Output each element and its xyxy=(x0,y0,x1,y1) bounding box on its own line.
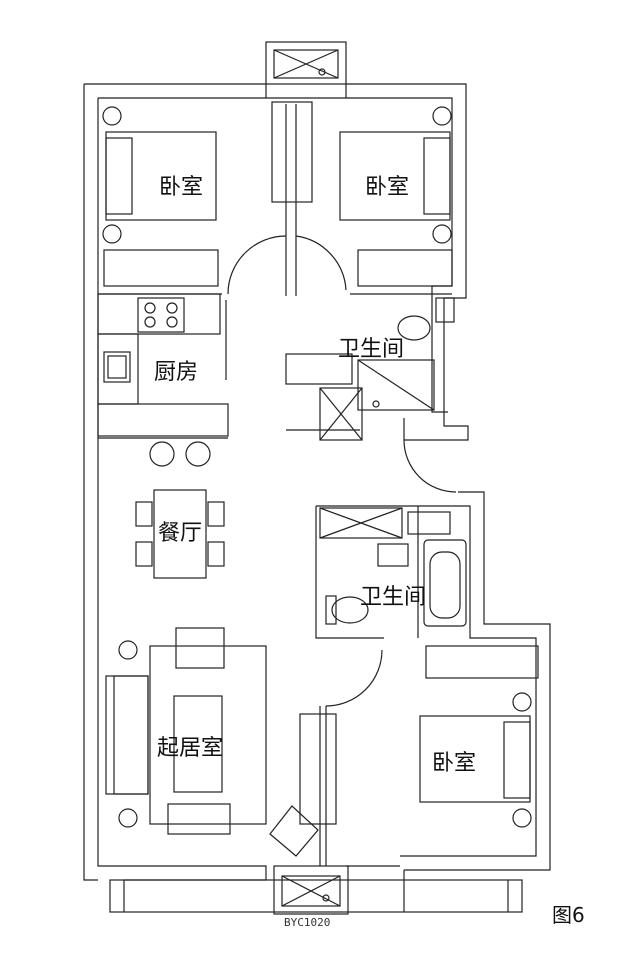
bedroom-top-right-furniture xyxy=(339,106,453,287)
room-label-dining: 餐厅 xyxy=(158,521,202,546)
kitchen-counters xyxy=(97,293,229,437)
top-ac-unit xyxy=(265,41,347,85)
bottom-balcony xyxy=(109,870,523,913)
exterior-walls xyxy=(83,83,551,881)
dining-table xyxy=(135,489,225,579)
interior-walls xyxy=(98,104,458,866)
sliding-doors xyxy=(269,101,337,857)
room-labels: 卧室 卧室 厨房 卫生间 餐厅 卫生间 起居室 卧室 xyxy=(154,175,476,776)
room-label-bedroom-top-left: 卧室 xyxy=(159,175,203,200)
unit-tag: BYC1020 xyxy=(284,916,330,929)
bottom-ac-unit xyxy=(273,865,349,915)
bathroom-mid-fixtures xyxy=(319,507,467,627)
figure-label: 图6 xyxy=(552,903,585,927)
room-label-bathroom-mid: 卫生间 xyxy=(360,585,426,610)
bathroom-top-fixtures xyxy=(285,297,455,441)
door-swings xyxy=(227,235,457,707)
room-label-kitchen: 厨房 xyxy=(154,360,198,385)
room-label-bathroom-top: 卫生间 xyxy=(338,337,404,362)
bedroom-bottom-right-furniture xyxy=(419,645,539,828)
room-label-living: 起居室 xyxy=(157,736,223,761)
living-room-furniture xyxy=(105,627,267,835)
bedroom-top-left-furniture xyxy=(102,106,219,287)
room-label-bedroom-top-right: 卧室 xyxy=(365,175,409,200)
room-label-bedroom-bottom-right: 卧室 xyxy=(432,751,476,776)
bar-stools xyxy=(149,441,211,467)
